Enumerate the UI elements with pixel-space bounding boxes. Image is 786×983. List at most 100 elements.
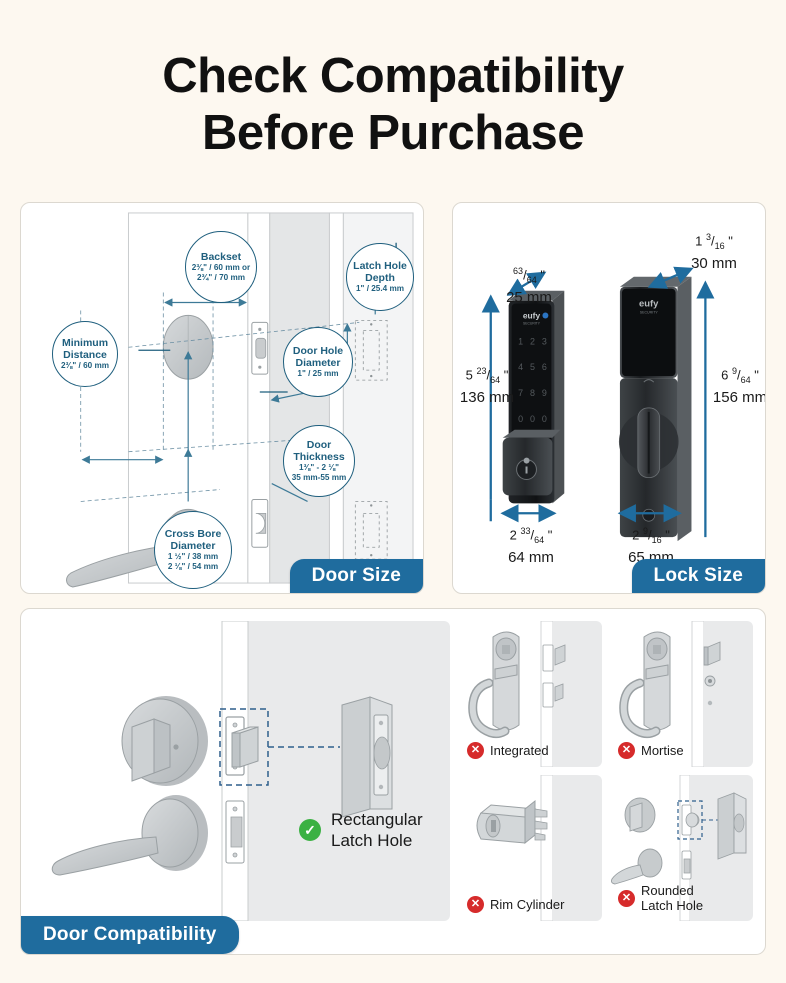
lock-size-tab: Lock Size xyxy=(631,559,765,593)
callout-minimum-distance-title-2: Distance xyxy=(63,349,107,361)
dimension-back-depth-unit: " xyxy=(728,233,733,249)
unsupported-label-rounded-latch-hole-text: Rounded Latch Hole xyxy=(641,883,703,913)
callout-backset-title: Backset xyxy=(200,251,242,263)
svg-text:1: 1 xyxy=(518,336,523,346)
dimension-front-height-numerator: 23 xyxy=(476,366,487,376)
svg-text:SECURITY: SECURITY xyxy=(523,321,541,325)
dimension-back-depth-denominator: 16 xyxy=(714,240,725,251)
unsupported-label-rim-cylinder-text: Rim Cylinder xyxy=(490,897,565,912)
door-compatibility-tab-label: Door Compatibility xyxy=(43,924,217,945)
callout-door-thickness: Door Thickness 1⅜" - 2 ⅛" 35 mm-55 mm xyxy=(283,425,355,497)
callout-latch-hole-depth-title-2: Depth xyxy=(365,272,395,284)
callout-door-thickness-title-1: Door xyxy=(306,439,332,451)
svg-text:eufy: eufy xyxy=(639,298,659,309)
check-icon: ✓ xyxy=(299,819,321,841)
dimension-front-depth: 63/64 " 25 mm xyxy=(489,263,569,306)
dimension-front-width: 2 33/64 " 64 mm xyxy=(489,523,573,566)
dimension-front-depth-denominator: 64 xyxy=(526,274,537,285)
dimension-front-width-unit: " xyxy=(547,527,553,543)
cross-icon: ✕ xyxy=(618,889,635,907)
svg-text:2: 2 xyxy=(530,336,535,346)
unsupported-card-rim-cylinder: ✕ Rim Cylinder xyxy=(459,775,602,921)
cross-icon: ✕ xyxy=(467,896,484,913)
dimension-front-depth-metric: 25 mm xyxy=(506,288,552,306)
callout-backset-value-2: 2¾" / 70 mm xyxy=(196,273,246,282)
door-size-tab: Door Size xyxy=(289,559,423,593)
dimension-front-depth-unit: " xyxy=(540,267,545,283)
unsupported-label-rounded-line-1: Rounded xyxy=(641,883,694,898)
svg-text:6: 6 xyxy=(542,362,547,372)
unsupported-card-integrated: ✕ Integrated xyxy=(459,621,602,767)
callout-cross-bore-diameter: Cross Bore Diameter 1 ½" / 38 mm 2 ⅛" / … xyxy=(154,511,232,589)
svg-text:SECURITY: SECURITY xyxy=(640,311,659,315)
integrated-lock-diagram xyxy=(459,621,602,767)
dimension-front-height-denominator: 64 xyxy=(490,374,501,385)
dimension-front-width-denominator: 64 xyxy=(534,534,545,545)
callout-cross-bore-diameter-title-1: Cross Bore xyxy=(164,528,222,540)
supported-latch-label: ✓ Rectangular Latch Hole xyxy=(299,809,423,851)
dimension-front-width-numerator: 33 xyxy=(520,526,531,536)
unsupported-label-mortise: ✕ Mortise xyxy=(618,742,749,759)
cross-icon: ✕ xyxy=(467,742,484,759)
callout-door-thickness-value-2: 35 mm-55 mm xyxy=(291,473,347,482)
dimension-back-width-denominator: 16 xyxy=(651,534,662,545)
supported-latch-label-text: Rectangular Latch Hole xyxy=(331,809,423,851)
page-title-line-2: Before Purchase xyxy=(202,106,584,160)
unsupported-label-rim-cylinder: ✕ Rim Cylinder xyxy=(467,896,598,913)
svg-text:eufy: eufy xyxy=(523,311,541,321)
back-lock-render: eufy SECURITY xyxy=(618,276,692,542)
dimension-front-depth-numerator: 63 xyxy=(513,266,524,276)
supported-latch-label-line-2: Latch Hole xyxy=(331,831,413,850)
callout-door-hole-diameter-value: 1" / 25 mm xyxy=(297,369,339,378)
svg-text:7: 7 xyxy=(518,388,523,398)
callout-cross-bore-diameter-title-2: Diameter xyxy=(170,540,216,552)
unsupported-label-integrated-text: Integrated xyxy=(490,743,549,758)
svg-text:3: 3 xyxy=(542,336,547,346)
callout-door-thickness-title-2: Thickness xyxy=(293,451,345,463)
page-title: Check Compatibility Before Purchase xyxy=(0,0,786,162)
svg-text:5: 5 xyxy=(530,362,535,372)
svg-text:0: 0 xyxy=(518,414,523,424)
mortise-lock-diagram xyxy=(610,621,753,767)
svg-text:8: 8 xyxy=(530,388,535,398)
dimension-front-height-whole: 5 xyxy=(465,367,473,383)
unsupported-card-mortise: ✕ Mortise xyxy=(610,621,753,767)
unsupported-label-integrated: ✕ Integrated xyxy=(467,742,598,759)
svg-text:0: 0 xyxy=(542,414,547,424)
dimension-back-height-metric: 156 mm xyxy=(712,388,766,406)
callout-latch-hole-depth-title-1: Latch Hole xyxy=(353,260,407,272)
dimension-front-height-unit: " xyxy=(503,367,509,383)
callout-door-hole-diameter: Door Hole Diameter 1" / 25 mm xyxy=(283,327,353,397)
unsupported-label-rounded-line-2: Latch Hole xyxy=(641,898,704,913)
dimension-back-width-unit: " xyxy=(665,527,670,543)
dimension-back-width-whole: 2 xyxy=(632,527,640,543)
dimension-back-depth-whole: 1 xyxy=(695,233,703,249)
cross-icon: ✕ xyxy=(618,742,635,759)
callout-cross-bore-diameter-value-1: 1 ½" / 38 mm xyxy=(167,552,219,561)
callout-minimum-distance-value: 2⅜" / 60 mm xyxy=(60,361,110,370)
svg-text:4: 4 xyxy=(518,362,523,372)
callout-door-hole-diameter-title-1: Door Hole xyxy=(292,345,344,357)
callout-door-hole-diameter-title-2: Diameter xyxy=(295,357,341,369)
door-size-tab-label: Door Size xyxy=(311,565,401,586)
dimension-back-depth-metric: 30 mm xyxy=(691,254,737,272)
page-title-line-1: Check Compatibility xyxy=(162,49,624,103)
door-size-panel: Backset 2⅜" / 60 mm or 2¾" / 70 mm Minim… xyxy=(20,202,424,594)
callout-backset: Backset 2⅜" / 60 mm or 2¾" / 70 mm xyxy=(185,231,257,303)
callout-backset-value-1: 2⅜" / 60 mm or xyxy=(191,263,251,272)
door-compatibility-panel: ✓ Rectangular Latch Hole xyxy=(20,608,766,955)
svg-text:9: 9 xyxy=(542,388,547,398)
dimension-back-height: 6 9/64 " 156 mm xyxy=(709,363,766,406)
callout-latch-hole-depth: Latch Hole Depth 1" / 25.4 mm xyxy=(346,243,414,311)
svg-text:0: 0 xyxy=(530,414,535,424)
dimension-back-height-numerator: 9 xyxy=(731,366,737,376)
dimension-front-width-whole: 2 xyxy=(509,527,517,543)
dimension-back-width-numerator: 9 xyxy=(642,526,648,536)
dimension-back-depth-numerator: 3 xyxy=(705,232,711,242)
unsupported-label-rounded-latch-hole: ✕ Rounded Latch Hole xyxy=(618,883,749,913)
supported-latch-label-line-1: Rectangular xyxy=(331,810,423,829)
supported-latch-illustration xyxy=(36,621,450,921)
callout-cross-bore-diameter-value-2: 2 ⅛" / 54 mm xyxy=(167,562,219,571)
